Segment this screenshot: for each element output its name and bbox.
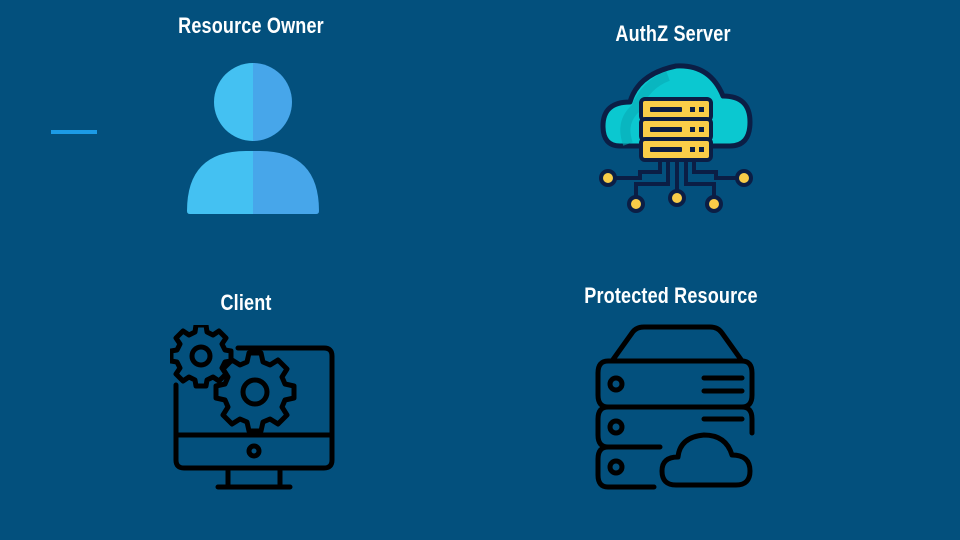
- accent-dash: [51, 130, 97, 134]
- label-protected-resource: Protected Resource: [584, 283, 758, 308]
- cloud-server-icon: [599, 63, 753, 213]
- label-resource-owner: Resource Owner: [178, 13, 324, 38]
- person-icon: [187, 63, 319, 214]
- server-cloud-icon: [595, 324, 755, 490]
- label-client: Client: [220, 290, 272, 315]
- monitor-gears-icon: [170, 325, 335, 490]
- label-authz-server: AuthZ Server: [615, 21, 731, 46]
